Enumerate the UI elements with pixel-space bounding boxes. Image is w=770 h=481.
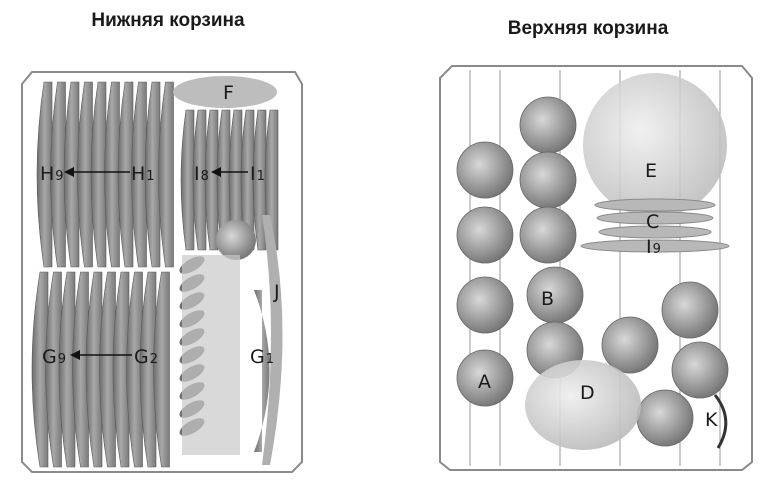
plate bbox=[153, 271, 170, 468]
plate bbox=[45, 271, 62, 468]
label-b: B bbox=[541, 288, 554, 310]
cup bbox=[456, 206, 514, 264]
plate bbox=[77, 81, 93, 268]
label-h1: H1 bbox=[131, 163, 155, 185]
cup bbox=[526, 266, 584, 324]
cup bbox=[519, 151, 577, 209]
label-i1: I1 bbox=[250, 163, 265, 185]
cup bbox=[456, 349, 514, 407]
label-letter: J bbox=[273, 281, 280, 303]
bowl-e bbox=[583, 73, 727, 217]
cup bbox=[519, 206, 577, 264]
lower-basket bbox=[21, 71, 303, 473]
label-c: C bbox=[646, 211, 659, 233]
upper-basket bbox=[439, 65, 753, 471]
plate bbox=[131, 81, 147, 268]
plate bbox=[99, 271, 116, 468]
label-letter: K bbox=[705, 409, 718, 431]
plate bbox=[50, 81, 66, 268]
saucer bbox=[594, 198, 716, 212]
label-index: 9 bbox=[55, 169, 63, 184]
label-e: E bbox=[645, 160, 657, 182]
plate bbox=[144, 81, 161, 268]
plate bbox=[254, 290, 270, 452]
label-index: 8 bbox=[201, 169, 209, 184]
label-j: J bbox=[273, 281, 280, 303]
label-letter: H bbox=[40, 163, 54, 185]
plate bbox=[112, 271, 130, 468]
plate bbox=[117, 81, 134, 268]
label-letter: A bbox=[478, 371, 491, 393]
cup bbox=[601, 316, 659, 374]
ladle-k bbox=[713, 394, 728, 449]
label-letter: C bbox=[646, 211, 659, 233]
saucer bbox=[598, 225, 712, 239]
plate bbox=[192, 109, 207, 251]
label-k: K bbox=[705, 409, 718, 431]
label-index: 2 bbox=[150, 352, 158, 367]
cup bbox=[661, 281, 719, 339]
plate bbox=[126, 271, 143, 468]
label-letter: G bbox=[134, 346, 149, 368]
label-g2: G2 bbox=[134, 346, 158, 368]
label-i8: I8 bbox=[194, 163, 209, 185]
label-letter: B bbox=[541, 288, 554, 310]
bowl bbox=[216, 220, 256, 260]
label-index: 1 bbox=[146, 169, 154, 184]
plate bbox=[58, 271, 76, 468]
cutlery-basket bbox=[182, 255, 240, 455]
cup bbox=[456, 141, 514, 199]
cup bbox=[636, 389, 694, 447]
lower-basket-title: Нижняя корзина bbox=[91, 10, 245, 31]
label-a: A bbox=[478, 371, 491, 393]
cup bbox=[671, 341, 729, 399]
label-index: 1 bbox=[257, 169, 265, 184]
label-i9: I9 bbox=[646, 236, 661, 258]
label-g1: G1 bbox=[250, 346, 274, 368]
label-h9: H9 bbox=[40, 163, 64, 185]
label-letter: G bbox=[42, 346, 57, 368]
label-index: 9 bbox=[653, 242, 661, 257]
label-letter: I bbox=[250, 163, 256, 185]
plate bbox=[204, 109, 219, 251]
upper-basket-title: Верхняя корзина bbox=[507, 18, 669, 39]
plate bbox=[90, 81, 107, 268]
saucer bbox=[580, 239, 730, 253]
plate bbox=[180, 109, 195, 251]
plate bbox=[72, 271, 89, 468]
label-d: D bbox=[580, 382, 595, 404]
serving-bowl-f bbox=[173, 76, 277, 108]
plate bbox=[104, 81, 120, 268]
label-letter: I bbox=[194, 163, 200, 185]
label-f: F bbox=[223, 82, 234, 104]
plate bbox=[85, 271, 103, 468]
label-letter: E bbox=[645, 160, 657, 182]
label-letter: G bbox=[250, 346, 265, 368]
bowl-d bbox=[525, 360, 641, 450]
plate bbox=[158, 81, 174, 268]
label-g9: G9 bbox=[42, 346, 66, 368]
plate bbox=[31, 271, 49, 468]
label-letter: I bbox=[646, 236, 652, 258]
cup bbox=[519, 96, 577, 154]
label-letter: D bbox=[580, 382, 595, 404]
saucer bbox=[596, 211, 714, 225]
label-letter: H bbox=[131, 163, 145, 185]
platter-j bbox=[262, 215, 283, 465]
plate bbox=[36, 81, 53, 268]
label-index: 1 bbox=[266, 352, 274, 367]
cup bbox=[456, 276, 514, 334]
label-letter: F bbox=[223, 82, 234, 104]
label-index: 9 bbox=[58, 352, 66, 367]
plate bbox=[139, 271, 157, 468]
